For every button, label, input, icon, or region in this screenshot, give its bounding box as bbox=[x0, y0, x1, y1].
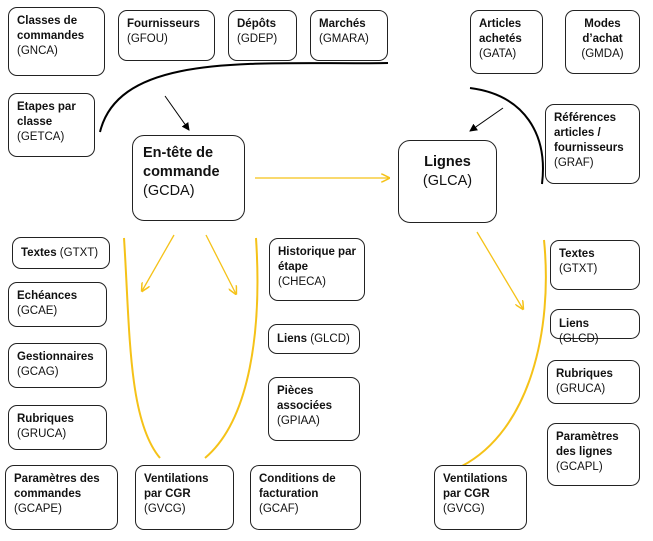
box-title: Fournisseurs bbox=[127, 18, 200, 30]
brace-right bbox=[204, 237, 259, 459]
box-title: Rubriques bbox=[17, 413, 74, 425]
box-references-articles-fournisseurs[interactable]: Références articles / fournisseurs (GRAF… bbox=[545, 104, 640, 184]
box-title: Paramètres des lignes bbox=[556, 431, 619, 458]
box-code: (GCAPE) bbox=[14, 503, 62, 515]
box-code: (GETCA) bbox=[17, 131, 65, 143]
box-title: Liens bbox=[277, 333, 308, 345]
box-title: En-tête de commande bbox=[143, 145, 220, 180]
box-code: (GRUCA) bbox=[17, 428, 67, 440]
box-code: (GDEP) bbox=[237, 33, 278, 45]
box-title: Etapes par classe bbox=[17, 101, 76, 128]
arrow-to-lignes bbox=[469, 107, 504, 132]
box-code: (GPIAA) bbox=[277, 415, 320, 427]
box-title: Echéances bbox=[17, 290, 78, 302]
box-ventilations-par-cgr-entete[interactable]: Ventilations par CGR (GVCG) bbox=[135, 465, 234, 530]
box-code: (GRAF) bbox=[554, 157, 594, 169]
box-ventilations-par-cgr-lignes[interactable]: Ventilations par CGR (GVCG) bbox=[434, 465, 527, 530]
box-title: Liens bbox=[559, 318, 590, 330]
box-parametres-des-commandes[interactable]: Paramètres des commandes (GCAPE) bbox=[5, 465, 118, 530]
box-title: Classes de commandes bbox=[17, 15, 85, 42]
box-title: Textes bbox=[559, 248, 595, 260]
box-articles-achetes[interactable]: Articles achetés (GATA) bbox=[470, 10, 543, 74]
box-code: (GATA) bbox=[479, 48, 517, 60]
arrow-entete-right bbox=[205, 234, 236, 294]
box-title: Ventilations par CGR bbox=[144, 473, 209, 500]
box-code: (GCAG) bbox=[17, 366, 59, 378]
box-code: (GTXT) bbox=[59, 247, 99, 259]
box-code: (GFOU) bbox=[127, 33, 168, 45]
box-gestionnaires[interactable]: Gestionnaires (GCAG) bbox=[8, 343, 107, 388]
box-conditions-de-facturation[interactable]: Conditions de facturation (GCAF) bbox=[250, 465, 361, 530]
box-code: (GLCA) bbox=[422, 173, 473, 189]
box-code: (GMDA) bbox=[581, 48, 624, 60]
box-code: (GVCG) bbox=[443, 503, 485, 515]
box-title: Paramètres des commandes bbox=[14, 473, 100, 500]
box-code: (GNCA) bbox=[17, 45, 58, 57]
box-pieces-associees[interactable]: Pièces associées (GPIAA) bbox=[268, 377, 360, 441]
box-textes-entete[interactable]: Textes(GTXT) bbox=[12, 237, 110, 269]
box-title: Lignes bbox=[424, 154, 471, 170]
arrow-entete-left bbox=[142, 234, 175, 291]
box-code: (GRUCA) bbox=[556, 383, 606, 395]
box-rubriques-lignes[interactable]: Rubriques (GRUCA) bbox=[547, 360, 640, 404]
box-code: (GVCG) bbox=[144, 503, 186, 515]
box-lignes[interactable]: Lignes (GLCA) bbox=[398, 140, 497, 223]
brace-lignes bbox=[461, 239, 547, 467]
box-title: Références articles / fournisseurs bbox=[554, 112, 624, 154]
box-title: Modes d’achat bbox=[582, 18, 623, 45]
box-code: (GCDA) bbox=[143, 183, 195, 199]
box-title: Articles achetés bbox=[479, 18, 522, 45]
box-title: Gestionnaires bbox=[17, 351, 94, 363]
box-code: (GMARA) bbox=[319, 33, 369, 45]
box-code: (GCAE) bbox=[17, 305, 58, 317]
box-title: Marchés bbox=[319, 18, 366, 30]
box-marches[interactable]: Marchés (GMARA) bbox=[310, 10, 388, 61]
box-title: Rubriques bbox=[556, 368, 613, 380]
box-depots[interactable]: Dépôts (GDEP) bbox=[228, 10, 297, 61]
box-classes-de-commandes[interactable]: Classes de commandes (GNCA) bbox=[8, 7, 105, 76]
box-code: (GLCD) bbox=[310, 333, 350, 345]
box-title: Conditions de facturation bbox=[259, 473, 336, 500]
arrow-to-entete bbox=[164, 95, 190, 131]
box-rubriques-entete[interactable]: Rubriques (GRUCA) bbox=[8, 405, 107, 450]
box-title: Historique par étape bbox=[278, 246, 356, 273]
box-entete-de-commande[interactable]: En-tête de commande (GCDA) bbox=[132, 135, 245, 221]
box-liens-lignes[interactable]: Liens (GLCD) bbox=[550, 309, 640, 345]
box-code: (CHECA) bbox=[278, 276, 326, 288]
box-title: Textes bbox=[21, 247, 57, 259]
box-parametres-des-lignes[interactable]: Paramètres des lignes (GCAPL) bbox=[547, 423, 640, 486]
brace-left bbox=[123, 237, 161, 459]
box-historique-par-etape[interactable]: Historique par étape (CHECA) bbox=[269, 238, 365, 301]
dependency-arc-left bbox=[99, 62, 389, 133]
box-title: Ventilations par CGR bbox=[443, 473, 508, 500]
box-textes-lignes[interactable]: Textes (GTXT) bbox=[550, 240, 640, 290]
box-fournisseurs[interactable]: Fournisseurs (GFOU) bbox=[118, 10, 215, 61]
box-etapes-par-classe[interactable]: Etapes par classe (GETCA) bbox=[8, 93, 95, 157]
box-echeances[interactable]: Echéances (GCAE) bbox=[8, 282, 107, 327]
box-title: Pièces associées bbox=[277, 385, 332, 412]
box-liens-entete[interactable]: Liens(GLCD) bbox=[268, 324, 360, 354]
box-code: (GCAF) bbox=[259, 503, 299, 515]
box-code: (GLCD) bbox=[559, 333, 599, 345]
arrow-lignes-down bbox=[476, 231, 523, 309]
box-code: (GTXT) bbox=[559, 263, 598, 275]
box-modes-d-achat[interactable]: Modes d’achat (GMDA) bbox=[565, 10, 640, 74]
box-title: Dépôts bbox=[237, 18, 276, 30]
box-code: (GCAPL) bbox=[556, 461, 603, 473]
